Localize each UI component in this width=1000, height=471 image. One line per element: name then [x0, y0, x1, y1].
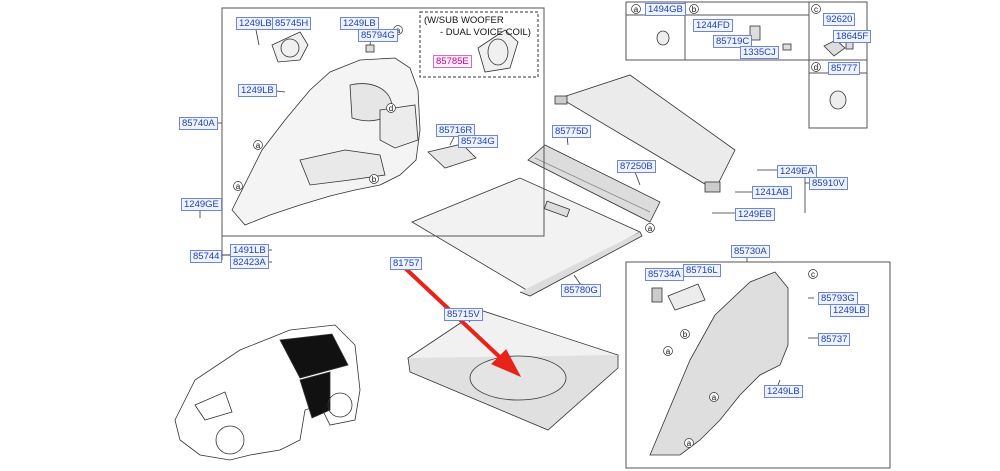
part-label-1494gb[interactable]: 1494GB — [645, 3, 686, 16]
part-label-1249ea[interactable]: 1249EA — [777, 165, 817, 178]
part-label-1335cj[interactable]: 1335CJ — [740, 46, 779, 59]
part-label-82423a[interactable]: 82423A — [230, 256, 269, 269]
svg-text:b: b — [692, 5, 697, 14]
svg-text:a: a — [256, 141, 261, 150]
part-label-85775d[interactable]: 85775D — [552, 125, 592, 138]
svg-text:b: b — [683, 330, 688, 339]
part-label-1249lb[interactable]: 1249LB — [236, 17, 275, 30]
svg-text:d: d — [814, 63, 818, 72]
part-label-85910v[interactable]: 85910V — [809, 177, 848, 190]
part-label-1249lb[interactable]: 1249LB — [830, 304, 869, 317]
circle-markers: a d a a b a c b a a a a b c d — [233, 4, 821, 448]
part-label-85737[interactable]: 85737 — [818, 333, 851, 346]
sub-woofer-note-line1: (W/SUB WOOFER — [424, 15, 504, 26]
svg-text:a: a — [634, 5, 639, 14]
part-label-85777[interactable]: 85777 — [828, 62, 861, 75]
svg-text:c: c — [814, 5, 818, 14]
part-label-1249lb[interactable]: 1249LB — [764, 385, 803, 398]
part-label-85740a[interactable]: 85740A — [179, 117, 218, 130]
part-label-85734a[interactable]: 85734A — [645, 268, 684, 281]
cover-85716r — [427, 143, 477, 169]
part-label-87250b[interactable]: 87250B — [617, 160, 656, 173]
part-label-85734g[interactable]: 85734G — [458, 135, 498, 148]
part-label-85744[interactable]: 85744 — [190, 250, 223, 263]
part-label-85716l[interactable]: 85716L — [683, 264, 721, 277]
subwoofer — [477, 29, 519, 73]
svg-text:a: a — [712, 393, 717, 402]
part-label-81757[interactable]: 81757 — [390, 257, 423, 270]
svg-text:d: d — [389, 104, 393, 113]
svg-text:a: a — [666, 347, 671, 356]
part-label-1249ge[interactable]: 1249GE — [181, 198, 222, 211]
part-label-85745h[interactable]: 85745H — [272, 17, 312, 30]
right-quarter-trim-panel — [649, 271, 789, 456]
sub-woofer-note-line2: - DUAL VOICE COIL) — [440, 27, 531, 38]
svg-text:a: a — [648, 224, 653, 233]
part-label-85719c[interactable]: 85719C — [713, 35, 753, 48]
part-label-85785e[interactable]: 85785E — [433, 55, 472, 68]
scuff-plate — [527, 144, 661, 223]
part-label-85716r[interactable]: 85716R — [436, 124, 476, 137]
part-label-1244fd[interactable]: 1244FD — [693, 19, 733, 32]
part-label-92620[interactable]: 92620 — [823, 13, 856, 26]
part-label-85780g[interactable]: 85780G — [561, 284, 601, 297]
cover-85716l — [667, 283, 706, 311]
svg-text:c: c — [811, 270, 815, 279]
svg-text:a: a — [236, 182, 241, 191]
part-label-1249lb[interactable]: 1249LB — [238, 84, 277, 97]
part-label-85730a[interactable]: 85730A — [731, 245, 770, 258]
part-label-85715v[interactable]: 85715V — [444, 308, 483, 321]
part-label-1249eb[interactable]: 1249EB — [735, 208, 775, 221]
cargo-screen — [559, 74, 736, 191]
part-label-85794g[interactable]: 85794G — [358, 29, 398, 42]
part-label-1241ab[interactable]: 1241AB — [752, 186, 792, 199]
svg-text:a: a — [396, 26, 401, 35]
speaker-bracket — [271, 31, 309, 63]
part-label-18645f[interactable]: 18645F — [833, 30, 872, 43]
svg-text:a: a — [687, 439, 692, 448]
svg-text:b: b — [372, 175, 377, 184]
